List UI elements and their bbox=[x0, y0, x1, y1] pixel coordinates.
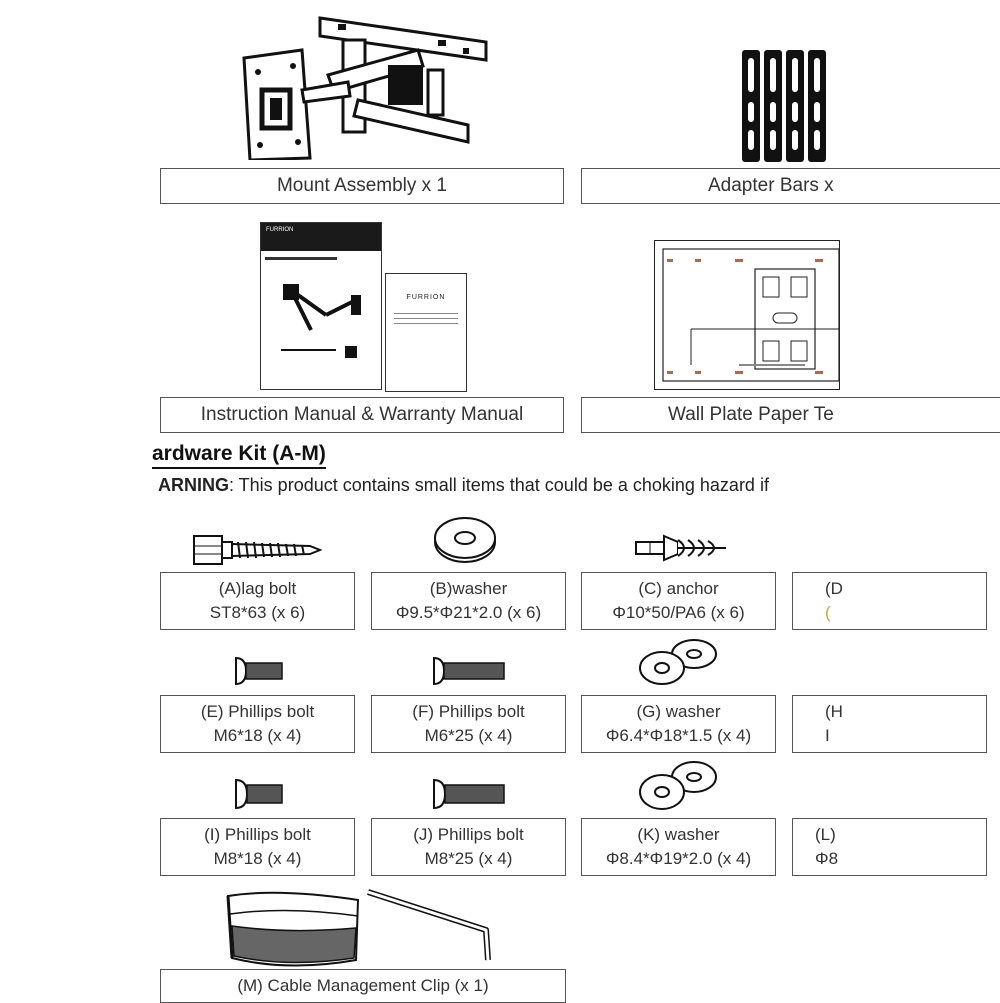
part-i-name: (I) Phillips bolt bbox=[204, 825, 311, 844]
part-c-spec: Φ10*50/PA6 (x 6) bbox=[612, 603, 745, 622]
wall-plate-template-illustration bbox=[654, 240, 840, 390]
part-f-spec: M6*25 (x 4) bbox=[424, 726, 513, 745]
warranty-brand: FURRION bbox=[406, 294, 446, 301]
mount-assembly-text: Mount Assembly x 1 bbox=[276, 175, 448, 196]
part-i-label: (I) Phillips bolt M8*18 (x 4) bbox=[160, 818, 355, 876]
washer-g-icon bbox=[639, 639, 717, 685]
washer-k-icon bbox=[639, 761, 717, 810]
mount-assembly-label: Mount Assembly x 1 bbox=[160, 168, 564, 204]
part-j-label: (J) Phillips bolt M8*25 (x 4) bbox=[371, 818, 566, 876]
part-e-spec: M6*18 (x 4) bbox=[213, 726, 302, 745]
part-d-spec: ( bbox=[825, 603, 831, 622]
phillips-bolt-f-icon bbox=[433, 656, 505, 686]
wall-plate-text: Wall Plate Paper Te bbox=[668, 404, 834, 425]
phillips-bolt-i-icon bbox=[235, 778, 283, 810]
part-e-name: (E) Phillips bolt bbox=[200, 702, 315, 721]
adapter-bars-illustration bbox=[742, 50, 826, 162]
instruction-manual-illustration: FURRION bbox=[260, 222, 382, 390]
manual-text: Instruction Manual & Warranty Manual bbox=[200, 404, 524, 425]
part-i-spec: M8*18 (x 4) bbox=[213, 849, 302, 868]
manual-label: Instruction Manual & Warranty Manual bbox=[160, 397, 564, 433]
cable-clip-icon bbox=[226, 891, 360, 967]
washer-b-icon bbox=[434, 517, 496, 563]
warning-label: ARNING bbox=[158, 475, 229, 495]
part-h-label: (H I bbox=[792, 695, 987, 753]
part-f-name: (F) Phillips bolt bbox=[412, 702, 525, 721]
part-a-spec: ST8*63 (x 6) bbox=[209, 603, 306, 622]
warranty-manual-illustration: FURRION bbox=[385, 273, 467, 392]
part-h-name: (H bbox=[825, 702, 843, 721]
part-m-label: (M) Cable Management Clip (x 1) bbox=[160, 969, 566, 1003]
anchor-icon bbox=[635, 534, 726, 562]
part-g-label: (G) washer Φ6.4*Φ18*1.5 (x 4) bbox=[581, 695, 776, 753]
lag-bolt-icon bbox=[193, 535, 322, 565]
part-h-spec: I bbox=[825, 726, 830, 745]
part-d-label: (D ( bbox=[792, 572, 987, 630]
part-k-name: (K) washer bbox=[637, 825, 720, 844]
part-f-label: (F) Phillips bolt M6*25 (x 4) bbox=[371, 695, 566, 753]
part-b-name: (B)washer bbox=[429, 579, 508, 598]
part-j-name: (J) Phillips bolt bbox=[413, 825, 524, 844]
warning-text: : This product contains small items that… bbox=[229, 475, 769, 495]
part-j-spec: M8*25 (x 4) bbox=[424, 849, 513, 868]
part-a-label: (A)lag bolt ST8*63 (x 6) bbox=[160, 572, 355, 630]
adapter-bars-label: Adapter Bars x bbox=[581, 168, 1000, 204]
wall-plate-label: Wall Plate Paper Te bbox=[581, 397, 1000, 433]
hardware-kit-heading: ardware Kit (A-M) bbox=[152, 442, 326, 469]
phillips-bolt-j-icon bbox=[433, 778, 505, 810]
part-l-spec: Φ8 bbox=[815, 849, 839, 868]
phillips-bolt-e-icon bbox=[235, 656, 283, 686]
part-k-spec: Φ8.4*Φ19*2.0 (x 4) bbox=[605, 849, 752, 868]
hex-key-icon bbox=[367, 889, 491, 961]
part-b-label: (B)washer Φ9.5*Φ21*2.0 (x 6) bbox=[371, 572, 566, 630]
mount-assembly-illustration bbox=[242, 16, 488, 160]
part-d-name: (D bbox=[825, 579, 843, 598]
part-a-name: (A)lag bolt bbox=[218, 579, 297, 598]
hardware-kit-title: ardware Kit (A-M) bbox=[152, 442, 326, 465]
part-m-name: (M) Cable Management Clip (x 1) bbox=[237, 976, 489, 995]
part-b-spec: Φ9.5*Φ21*2.0 (x 6) bbox=[395, 603, 542, 622]
part-g-spec: Φ6.4*Φ18*1.5 (x 4) bbox=[605, 726, 752, 745]
part-c-name: (C) anchor bbox=[638, 579, 719, 598]
warning-line: ARNING: This product contains small item… bbox=[158, 475, 769, 496]
part-l-name: (L) bbox=[815, 825, 836, 844]
part-l-label: (L) Φ8 bbox=[792, 818, 987, 876]
part-g-name: (G) washer bbox=[636, 702, 721, 721]
adapter-bars-text: Adapter Bars x bbox=[708, 175, 834, 196]
manual-brand: FURRION bbox=[266, 227, 294, 233]
part-c-label: (C) anchor Φ10*50/PA6 (x 6) bbox=[581, 572, 776, 630]
part-e-label: (E) Phillips bolt M6*18 (x 4) bbox=[160, 695, 355, 753]
part-k-label: (K) washer Φ8.4*Φ19*2.0 (x 4) bbox=[581, 818, 776, 876]
